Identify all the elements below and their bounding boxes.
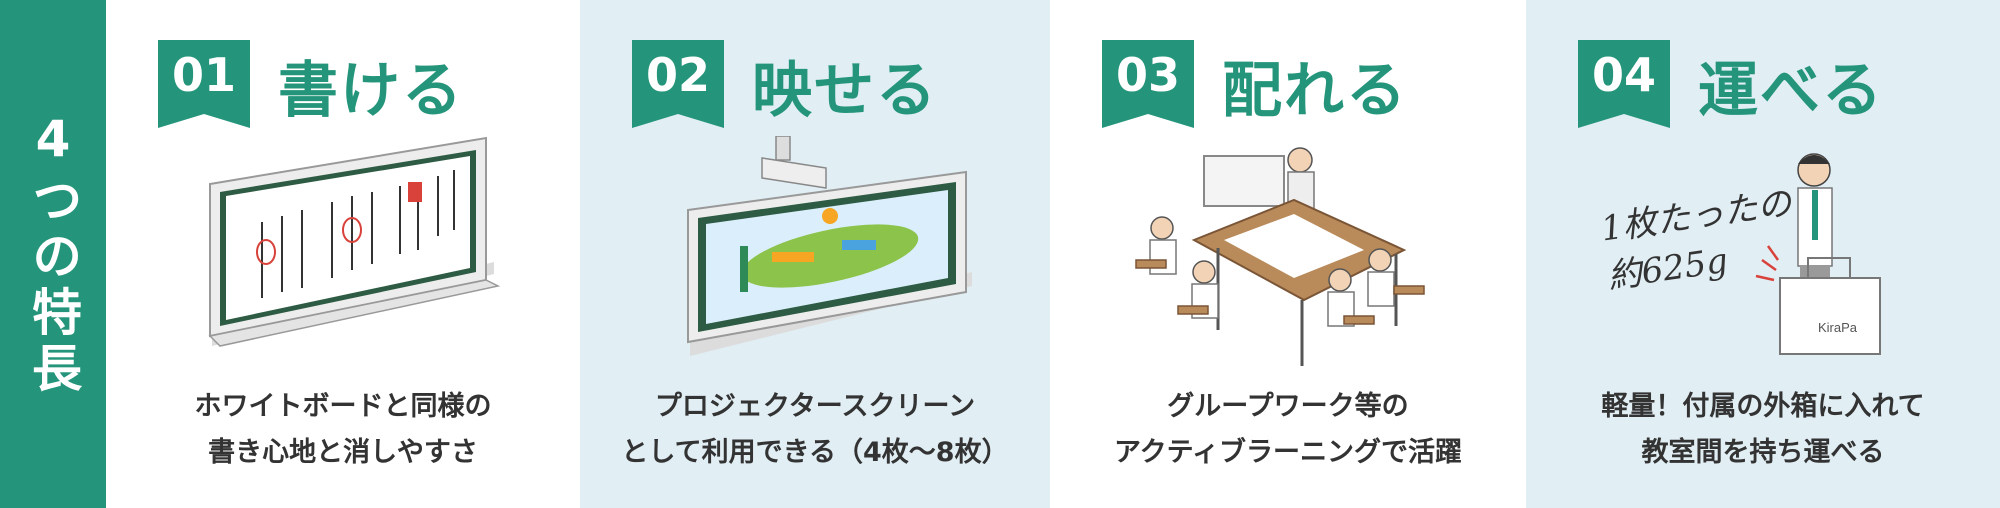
- feature-title: 映せる: [752, 56, 938, 126]
- caption-line-1: 軽量！付属の外箱に入れて: [1601, 391, 1925, 422]
- caption-line-2: アクティブラーニングで活躍: [1113, 437, 1463, 468]
- caption-line-2: として利用できる（4枚〜8枚）: [621, 437, 1009, 468]
- sidebar: 4つの特長: [0, 0, 106, 508]
- feature-caption: プロジェクタースクリーン として利用できる（4枚〜8枚）: [580, 384, 1050, 476]
- feature-title: 書ける: [278, 56, 464, 126]
- bag-label: KiraPa: [1818, 320, 1858, 335]
- feature-badge-2: 02: [632, 40, 724, 128]
- caption-line-2: 教室間を持ち運べる: [1641, 437, 1885, 468]
- feature-badge-3: 03: [1102, 40, 1194, 128]
- ribbon-icon: [158, 40, 250, 128]
- projector-illustration: [687, 136, 972, 356]
- caption-line-1: プロジェクタースクリーン: [654, 391, 976, 422]
- feature-panel-4: 04 運べる 1枚たったの 約625g KiraPa 軽量！付属の外箱に入れて …: [1526, 0, 2000, 508]
- feature-number: 02: [645, 48, 710, 102]
- feature-title: 配れる: [1222, 56, 1408, 126]
- feature-number: 03: [1115, 48, 1180, 102]
- group-work-illustration: [1135, 147, 1425, 366]
- ribbon-icon: [1102, 40, 1194, 128]
- feature-panel-1: 01 書ける: [106, 0, 580, 508]
- sidebar-title: 4つの特長: [24, 110, 82, 398]
- feature-number: 04: [1591, 48, 1656, 102]
- feature-number: 01: [171, 48, 236, 102]
- feature-badge-1: 01: [158, 40, 250, 128]
- feature-badge-4: 04: [1578, 40, 1670, 128]
- ribbon-icon: [1578, 40, 1670, 128]
- caption-line-1: ホワイトボードと同様の: [194, 391, 492, 422]
- feature-caption: グループワーク等の アクティブラーニングで活躍: [1050, 384, 1526, 476]
- carrying-person-illustration: [1755, 153, 1881, 355]
- ribbon-icon: [632, 40, 724, 128]
- whiteboard-illustration: [208, 136, 501, 347]
- feature-title: 運べる: [1698, 56, 1884, 126]
- feature-panel-2: 02 映せる プロジェクタースクリーン として利用できる（4枚〜8枚）: [580, 0, 1050, 508]
- feature-caption: 軽量！付属の外箱に入れて 教室間を持ち運べる: [1526, 384, 2000, 476]
- caption-line-2: 書き心地と消しやすさ: [208, 437, 478, 468]
- feature-panel-3: 03 配れる: [1050, 0, 1526, 508]
- caption-line-1: グループワーク等の: [1167, 391, 1409, 422]
- feature-caption: ホワイトボードと同様の 書き心地と消しやすさ: [106, 384, 580, 476]
